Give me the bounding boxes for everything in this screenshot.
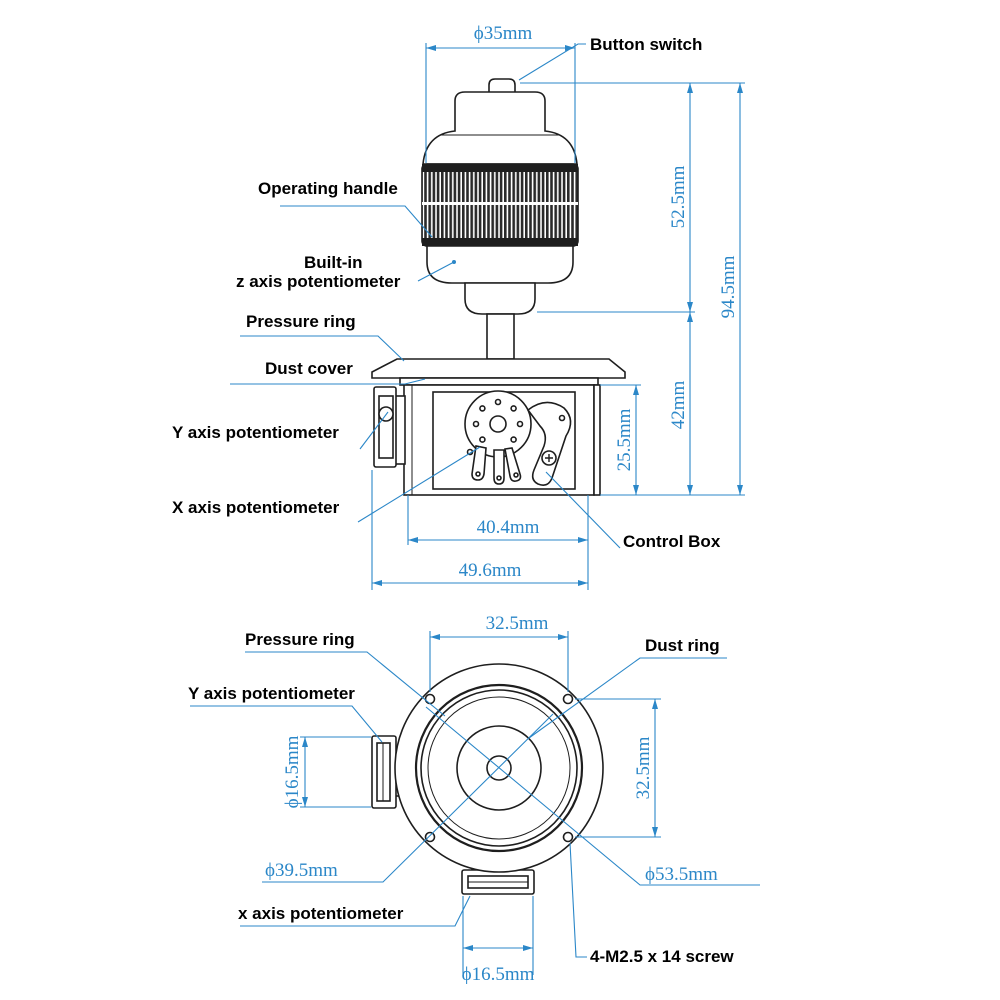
dim-overall-width: 49.6mm [459,560,522,581]
leader-screw [569,842,587,958]
dim-flange-diameter: ϕ53.5mm [645,864,718,885]
dim-total-height: 94.5mm [718,255,739,318]
leader-z-axis-dot [452,260,456,264]
handle-lower [426,245,574,284]
label-control-box: Control Box [623,532,721,551]
screw-hole-top-left [424,693,436,705]
pressure-ring-plate [371,358,626,379]
dim-box-width: 40.4mm [477,517,540,538]
label-x-axis-potentiometer-bottom: x axis potentiometer [238,904,404,923]
y-axis-potentiometer-side [373,386,406,468]
leader-operating-handle [280,205,433,238]
button-switch-cap [488,78,516,94]
leader-pressure-ring [240,335,405,362]
label-z-axis-potentiometer: z axis potentiometer [236,272,401,291]
grip-band [421,163,579,247]
leader-y-axis-potentiometer-bottom [190,705,383,743]
dim-y-pot-diameter: ϕ16.5mm [282,735,303,808]
dim-base-height: 42mm [668,381,689,430]
label-screw: 4-M2.5 x 14 screw [590,947,734,966]
dust-cover-part [399,377,599,386]
label-y-axis-potentiometer-bottom: Y axis potentiometer [188,684,355,703]
dim-hole-spacing-vertical: 32.5mm [633,736,654,799]
bottom-view: 32.5mm 32.5mm ϕ16.5mm ϕ16.5mm ϕ39.5mm ϕ5… [188,613,760,985]
label-x-axis-potentiometer: X axis potentiometer [172,498,340,517]
handle-top [422,91,578,165]
dim-box-height: 25.5mm [614,408,635,471]
label-dust-cover: Dust cover [265,359,353,378]
label-button-switch: Button switch [590,35,702,54]
label-pressure-ring-bottom: Pressure ring [245,630,355,649]
screw-hole-bottom-left [424,831,436,843]
dim-x-pot-diameter: ϕ16.5mm [462,964,535,985]
leader-pressure-ring-bottom [245,651,446,717]
x-axis-potentiometer-side [464,390,572,486]
dim-ring-diameter: ϕ39.5mm [265,860,338,881]
leader-dust-ring [528,657,727,739]
label-pressure-ring: Pressure ring [246,312,356,331]
leader-y-axis-potentiometer [359,411,389,450]
dim-handle-diameter: ϕ35mm [474,23,533,44]
dim-handle-height: 52.5mm [668,165,689,228]
label-built-in: Built-in [304,253,363,272]
leader-ring-diameter [262,713,554,883]
shaft [486,313,515,360]
control-box-flange [593,384,601,496]
handle-neck [464,282,536,315]
side-view: ϕ35mm 52.5mm 94.5mm 42mm 25.5mm 40.4mm 4… [172,23,745,590]
leader-flange-diameter [425,706,760,886]
leader-control-box [545,471,621,549]
leader-x-axis-potentiometer-bottom [240,895,471,927]
label-y-axis-potentiometer: Y axis potentiometer [172,423,339,442]
label-operating-handle: Operating handle [258,179,398,198]
label-dust-ring: Dust ring [645,636,720,655]
leader-x-axis-potentiometer [357,446,481,523]
screw-hole-bottom-right [562,831,574,843]
leader-dust-cover [230,378,426,385]
dim-hole-spacing-horizontal: 32.5mm [486,613,549,634]
leader-z-axis-potentiometer [417,261,455,282]
leader-button-switch [518,43,586,81]
screw-hole-top-right [562,693,574,705]
pressure-ring-edge [427,696,571,840]
